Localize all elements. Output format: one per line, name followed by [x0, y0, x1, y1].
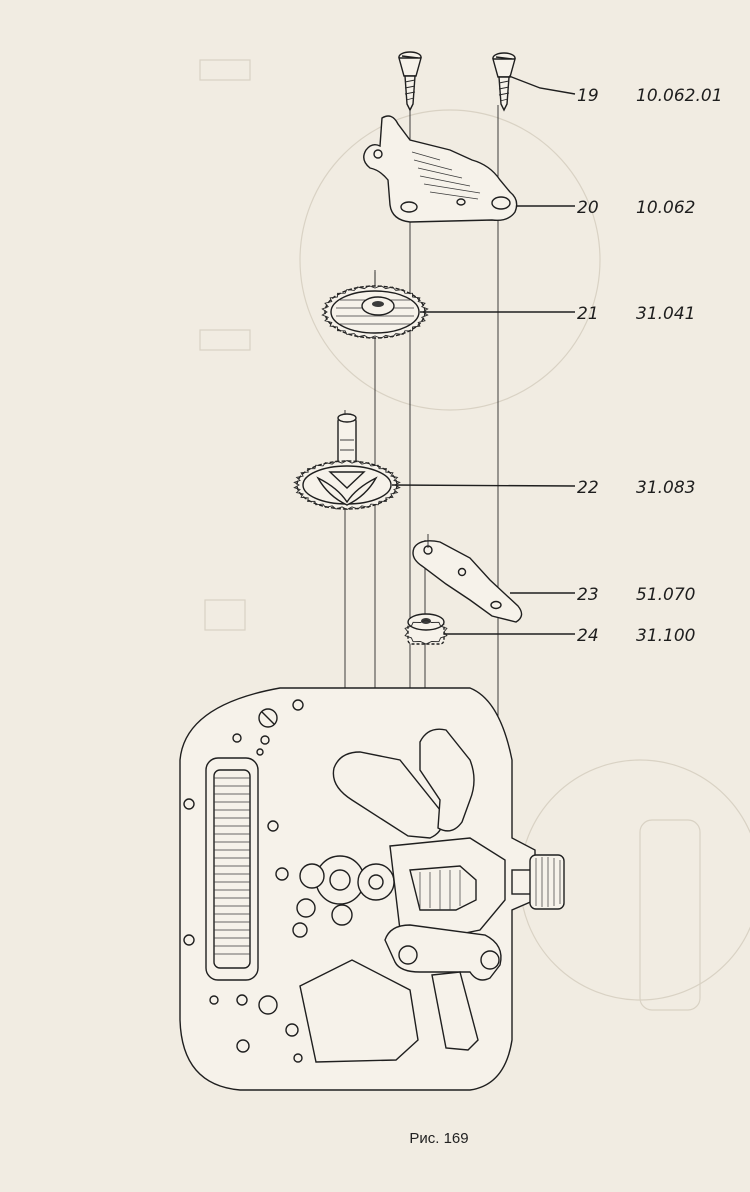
callout-code-21: 31.041 [636, 304, 695, 324]
part-19-screw-right [492, 52, 516, 112]
figure-caption: Рис. 169 [409, 1130, 468, 1147]
callout-code-22: 31.083 [636, 478, 695, 498]
part-21-wheel [321, 272, 429, 339]
part-24-pinion-teeth [404, 619, 448, 645]
part-21-wheel-teeth [321, 285, 429, 339]
callout-number-19: 19 [577, 86, 599, 106]
callout-number-21: 21 [577, 304, 599, 324]
callout-number-20: 20 [577, 198, 599, 218]
part-19-screw-left [398, 51, 422, 112]
callout-code-20: 10.062 [636, 198, 695, 218]
part-24-pinion [404, 613, 448, 645]
part-20-bridge [363, 115, 518, 223]
callout-code-23: 51.070 [636, 585, 695, 605]
callout-code-19: 10.062.01 [636, 86, 723, 106]
callout-number-23: 23 [577, 585, 599, 605]
part-23-lever [412, 534, 523, 623]
callout-number-22: 22 [577, 478, 599, 498]
part-22-wheel-arbor-teeth [293, 459, 401, 511]
callout-number-24: 24 [577, 626, 599, 646]
movement-mainplate [179, 687, 565, 1091]
callout-leaders [391, 75, 576, 635]
callout-code-24: 31.100 [636, 626, 695, 646]
callout-labels: 19 10.062.01 20 10.062 21 31.041 22 31.0… [577, 86, 723, 646]
part-22-wheel-arbor [293, 413, 401, 511]
